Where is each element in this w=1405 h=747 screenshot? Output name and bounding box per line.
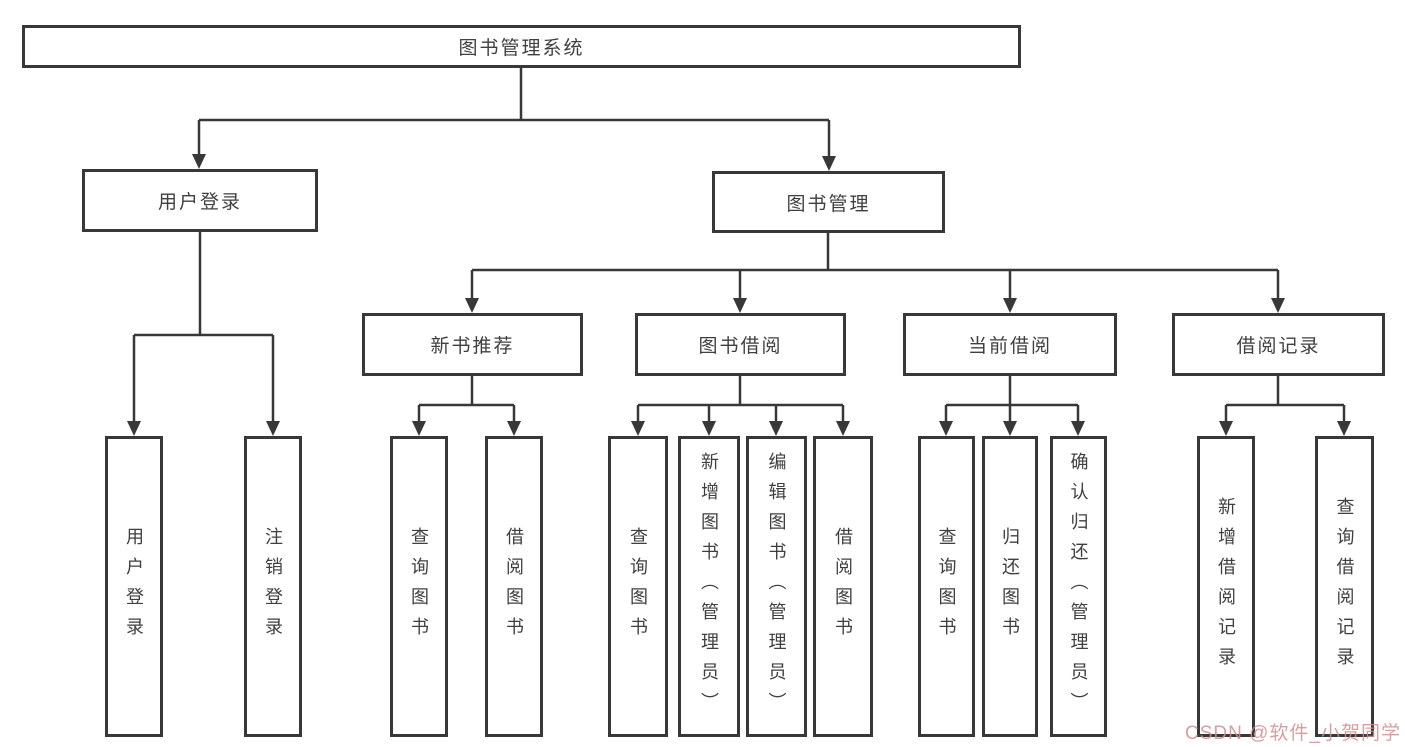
node-user-login-label: 用户登录	[157, 192, 242, 213]
leaf-newbook-borrow: 借阅图书	[485, 436, 543, 737]
leaf-current-return-label: 归还图书	[1000, 526, 1020, 647]
leaf-borrow-edit-admin: 编辑图书（管理员）	[746, 436, 807, 737]
arrow-down-icon	[836, 421, 850, 436]
arrow-down-icon	[192, 154, 206, 169]
leaf-record-add: 新增借阅记录	[1197, 436, 1255, 737]
arrow-down-icon	[1003, 421, 1017, 436]
node-root-label: 图书管理系统	[458, 38, 585, 59]
arrow-down-icon	[507, 421, 521, 436]
leaf-borrow-query: 查询图书	[608, 436, 668, 737]
leaf-current-return: 归还图书	[982, 436, 1038, 737]
arrow-down-icon	[1219, 421, 1233, 436]
arrow-down-icon	[465, 298, 479, 313]
node-borrow-records: 借阅记录	[1172, 313, 1385, 376]
leaf-record-query: 查询借阅记录	[1315, 436, 1374, 737]
leaf-borrow-borrow-label: 借阅图书	[833, 526, 853, 647]
arrow-down-icon	[939, 421, 953, 436]
node-new-book-recommend: 新书推荐	[362, 313, 583, 376]
leaf-current-confirm-admin: 确认归还（管理员）	[1050, 436, 1107, 737]
leaf-newbook-borrow-label: 借阅图书	[504, 526, 524, 647]
node-book-borrow-label: 图书借阅	[698, 336, 783, 357]
leaf-logout: 注销登录	[244, 436, 302, 737]
leaf-logout-label: 注销登录	[263, 526, 283, 647]
arrow-down-icon	[702, 421, 716, 436]
node-borrow-records-label: 借阅记录	[1236, 336, 1321, 357]
csdn-watermark: CSDN @软件_小贺同学	[1185, 723, 1401, 744]
arrow-down-icon	[1003, 298, 1017, 313]
arrow-down-icon	[127, 421, 141, 436]
node-user-login: 用户登录	[82, 169, 318, 232]
arrow-down-icon	[631, 421, 645, 436]
node-book-management: 图书管理	[712, 171, 945, 233]
arrowheads	[127, 154, 1351, 436]
connector-lines	[132, 68, 1346, 423]
leaf-borrow-borrow: 借阅图书	[813, 436, 873, 737]
leaf-current-query-label: 查询图书	[936, 526, 957, 647]
leaf-borrow-edit-admin-label: 编辑图书（管理员）	[766, 451, 787, 722]
node-current-borrow-label: 当前借阅	[967, 336, 1052, 357]
leaf-record-query-label: 查询借阅记录	[1334, 496, 1355, 677]
arrow-down-icon	[1271, 298, 1285, 313]
leaf-record-add-label: 新增借阅记录	[1216, 496, 1236, 677]
arrow-down-icon	[769, 421, 783, 436]
leaf-borrow-query-label: 查询图书	[628, 526, 648, 647]
leaf-current-confirm-admin-label: 确认归还（管理员）	[1068, 451, 1089, 722]
arrow-down-icon	[733, 298, 747, 313]
leaf-newbook-query: 查询图书	[390, 436, 448, 737]
node-new-book-recommend-label: 新书推荐	[430, 336, 515, 357]
node-book-management-label: 图书管理	[786, 193, 871, 215]
node-book-borrow: 图书借阅	[635, 313, 846, 376]
arrow-down-icon	[266, 421, 280, 436]
leaf-newbook-query-label: 查询图书	[409, 526, 429, 647]
arrow-down-icon	[822, 156, 836, 171]
leaf-borrow-add-admin: 新增图书（管理员）	[678, 436, 740, 737]
arrow-down-icon	[1071, 421, 1085, 436]
leaf-current-query: 查询图书	[918, 436, 975, 737]
node-current-borrow: 当前借阅	[903, 313, 1117, 376]
arrow-down-icon	[1337, 421, 1351, 436]
leaf-user-login: 用户登录	[105, 436, 163, 737]
node-root: 图书管理系统	[22, 25, 1021, 68]
leaf-user-login-label: 用户登录	[124, 526, 144, 647]
leaf-borrow-add-admin-label: 新增图书（管理员）	[699, 451, 719, 722]
arrow-down-icon	[412, 421, 426, 436]
